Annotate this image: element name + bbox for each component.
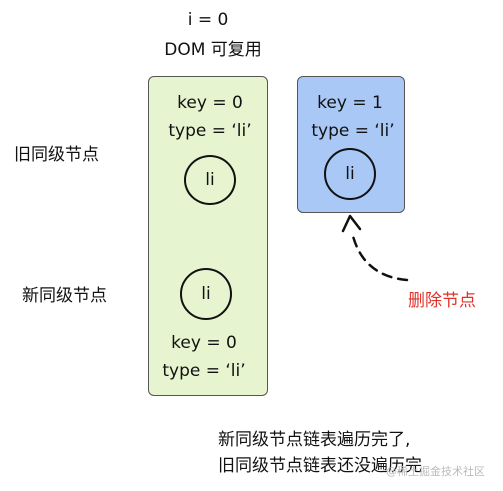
deleted-node-key: key = 1 — [317, 93, 383, 113]
deleted-li-node: li — [324, 148, 376, 200]
old-node-type: type = ‘li’ — [168, 121, 252, 141]
new-li-node-label: li — [201, 284, 211, 304]
watermark: @稀土掘金技术社区 — [386, 465, 485, 478]
deleted-li-node-label: li — [345, 164, 355, 184]
caption-line-2: 旧同级节点链表还没遍历完 — [218, 456, 422, 476]
new-node-type: type = ‘li’ — [162, 361, 246, 381]
dom-reusable-label: DOM 可复用 — [164, 40, 262, 60]
new-li-node: li — [180, 268, 232, 320]
new-siblings-label: 新同级节点 — [22, 286, 107, 306]
deleted-node-type: type = ‘li’ — [311, 121, 395, 141]
old-siblings-label: 旧同级节点 — [14, 145, 99, 165]
reused-node-column — [148, 76, 268, 396]
delete-node-label: 删除节点 — [408, 291, 476, 311]
index-label: i = 0 — [187, 10, 229, 30]
old-li-node: li — [184, 155, 236, 205]
old-node-key: key = 0 — [177, 93, 243, 113]
old-li-node-label: li — [205, 170, 215, 190]
new-node-key: key = 0 — [171, 333, 237, 353]
caption-line-1: 新同级节点链表遍历完了, — [218, 430, 411, 450]
